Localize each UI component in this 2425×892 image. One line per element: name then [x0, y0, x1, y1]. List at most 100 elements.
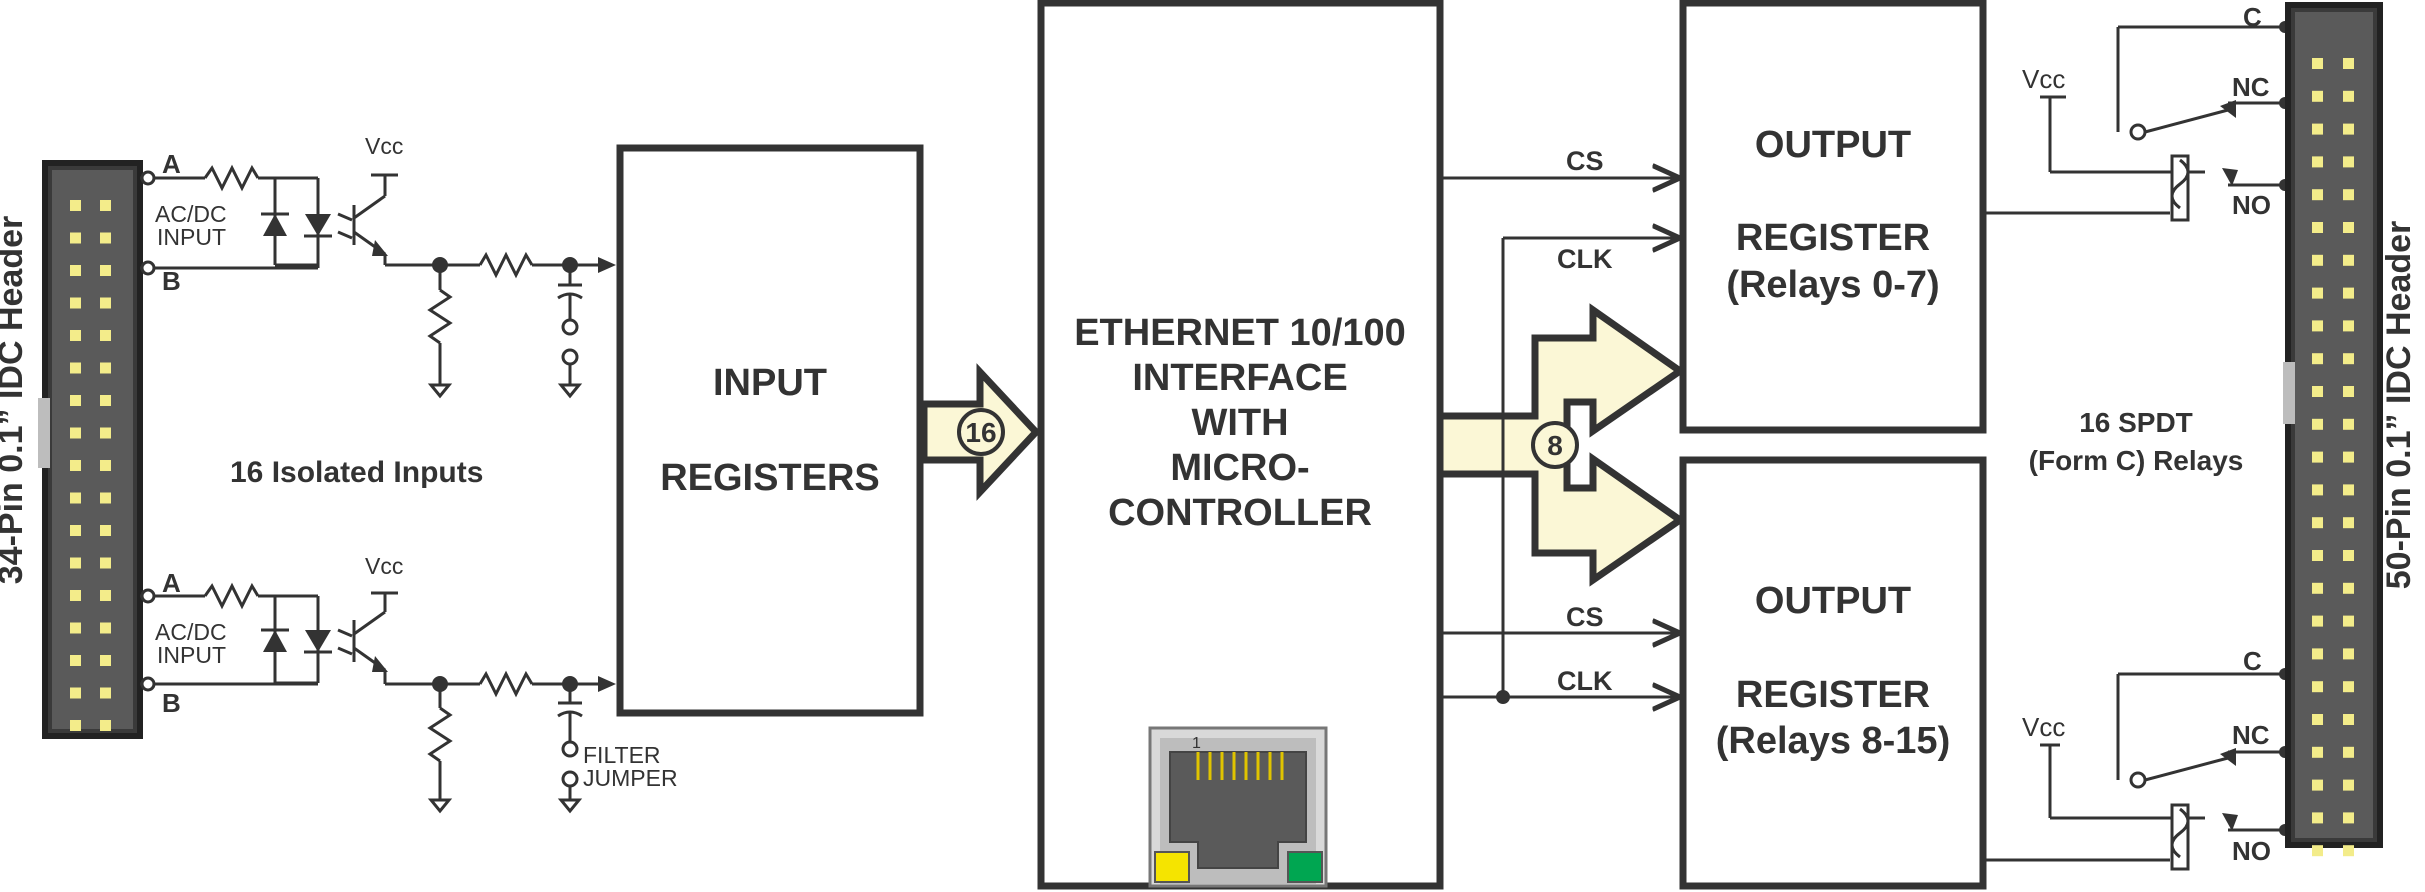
- ethernet-line5: CONTROLLER: [1108, 492, 1372, 534]
- acdc-lower-line2: INPUT: [157, 642, 226, 668]
- right-header-pin: [2312, 189, 2323, 201]
- output-register-1-line2: REGISTER: [1736, 217, 1930, 259]
- right-header-label: 50-Pin 0.1” IDC Header: [2380, 221, 2418, 589]
- input-registers-box: [616, 144, 924, 717]
- clk-label-upper: CLK: [1557, 244, 1613, 274]
- right-header-pin: [2312, 287, 2323, 299]
- ethernet-line3: WITH: [1191, 402, 1288, 444]
- pin-a-upper: A: [162, 149, 181, 179]
- left-header-pin: [100, 395, 111, 406]
- right-header-pin: [2312, 451, 2323, 463]
- right-header-pin: [2312, 714, 2323, 725]
- right-header-pin: [2312, 58, 2323, 69]
- right-header-pin: [2343, 418, 2354, 430]
- left-header-pin: [100, 492, 111, 504]
- left-header-pin: [100, 232, 111, 244]
- pin-b-upper: B: [162, 266, 181, 296]
- left-header-pin: [100, 557, 111, 569]
- right-header-pin: [2343, 451, 2354, 463]
- output-register-2-line1: OUTPUT: [1755, 580, 1911, 622]
- relays-caption-line2: (Form C) Relays: [2029, 445, 2244, 476]
- right-header-pin: [2312, 418, 2323, 430]
- right-header-pin: [2343, 320, 2354, 332]
- rj45-jack-icon: [1148, 726, 1328, 888]
- right-idc-header: [2283, 2, 2383, 857]
- left-header-pin: [100, 655, 111, 666]
- output-register-1-line1: OUTPUT: [1755, 124, 1911, 166]
- right-header-pin: [2343, 353, 2354, 365]
- left-header-pin: [70, 622, 81, 634]
- right-header-pin: [2312, 550, 2323, 561]
- acdc-upper-line2: INPUT: [157, 224, 226, 250]
- left-header-pin: [70, 687, 81, 699]
- bus-8-label: 8: [1547, 430, 1563, 461]
- right-header-pin: [2343, 287, 2354, 299]
- left-header-pin: [70, 395, 81, 406]
- right-header-pin: [2343, 779, 2354, 791]
- bus-8-badge: [1531, 421, 1579, 469]
- right-header-pin: [2312, 222, 2323, 233]
- cs-label-lower: CS: [1566, 602, 1604, 632]
- right-header-pin: [2343, 681, 2354, 693]
- right-header-pin: [2343, 582, 2354, 594]
- left-header-pin: [70, 362, 81, 374]
- right-header-pin: [2312, 648, 2323, 660]
- left-header-label: 34-Pin 0.1” IDC Header: [0, 216, 30, 584]
- left-header-pins: [70, 200, 111, 731]
- clk-label-lower: CLK: [1557, 666, 1613, 696]
- filter-jumper-line1: FILTER: [583, 742, 661, 768]
- left-idc-header: [38, 160, 143, 739]
- output-register-1-box: [1679, 0, 1987, 434]
- output-register-1-line3: (Relays 0-7): [1726, 264, 1939, 306]
- right-header-pin: [2343, 189, 2354, 201]
- left-header-pin: [100, 590, 111, 601]
- left-header-pin: [100, 525, 111, 536]
- right-header-pin: [2343, 222, 2354, 233]
- right-header-pins: [2312, 58, 2354, 857]
- input-registers-line1: INPUT: [713, 362, 827, 404]
- right-header-pin: [2343, 156, 2354, 168]
- right-header-pin: [2312, 582, 2323, 594]
- pin-a-lower: A: [162, 568, 181, 598]
- ethernet-line2: INTERFACE: [1132, 357, 1347, 399]
- right-header-pin: [2343, 484, 2354, 496]
- relay-upper-nc: NC: [2232, 72, 2270, 102]
- left-header-pin: [70, 655, 81, 666]
- left-header-pin: [100, 622, 111, 634]
- left-header-pin: [70, 720, 81, 731]
- isolated-inputs-caption: 16 Isolated Inputs: [230, 456, 483, 489]
- right-header-pin: [2312, 353, 2323, 365]
- relay-upper-c: C: [2243, 2, 2262, 32]
- right-header-pin: [2312, 746, 2323, 758]
- right-header-pin: [2312, 90, 2323, 102]
- right-header-pin: [2312, 484, 2323, 496]
- input-circuit-upper: [140, 164, 616, 399]
- bus-16-label: 16: [965, 417, 996, 448]
- right-header-pin: [2343, 58, 2354, 69]
- right-header-pin: [2312, 779, 2323, 791]
- left-header-pin: [100, 297, 111, 309]
- left-header-pin: [70, 557, 81, 569]
- right-header-pin: [2312, 845, 2323, 857]
- relay-lower-nc: NC: [2232, 720, 2270, 750]
- right-header-pin: [2343, 517, 2354, 529]
- left-header-pin: [70, 297, 81, 309]
- control-signal-lines: [1440, 178, 1680, 704]
- left-header-pin: [70, 590, 81, 601]
- left-header-pin: [100, 427, 111, 439]
- vcc-upper: Vcc: [365, 133, 403, 159]
- right-header-pin: [2343, 714, 2354, 725]
- acdc-lower-line1: AC/DC: [155, 619, 227, 645]
- right-header-pin: [2343, 615, 2354, 627]
- left-header-pin: [100, 362, 111, 374]
- relay-lower-no: NO: [2232, 836, 2271, 866]
- right-header-pin: [2343, 845, 2354, 857]
- cs-label-upper: CS: [1566, 146, 1604, 176]
- left-header-pin: [70, 265, 81, 276]
- acdc-upper-line1: AC/DC: [155, 201, 227, 227]
- right-header-pin: [2312, 615, 2323, 627]
- output-register-2-line3: (Relays 8-15): [1716, 720, 1950, 762]
- relay-upper-no: NO: [2232, 190, 2271, 220]
- right-header-pin: [2343, 746, 2354, 758]
- right-header-pin: [2312, 386, 2323, 397]
